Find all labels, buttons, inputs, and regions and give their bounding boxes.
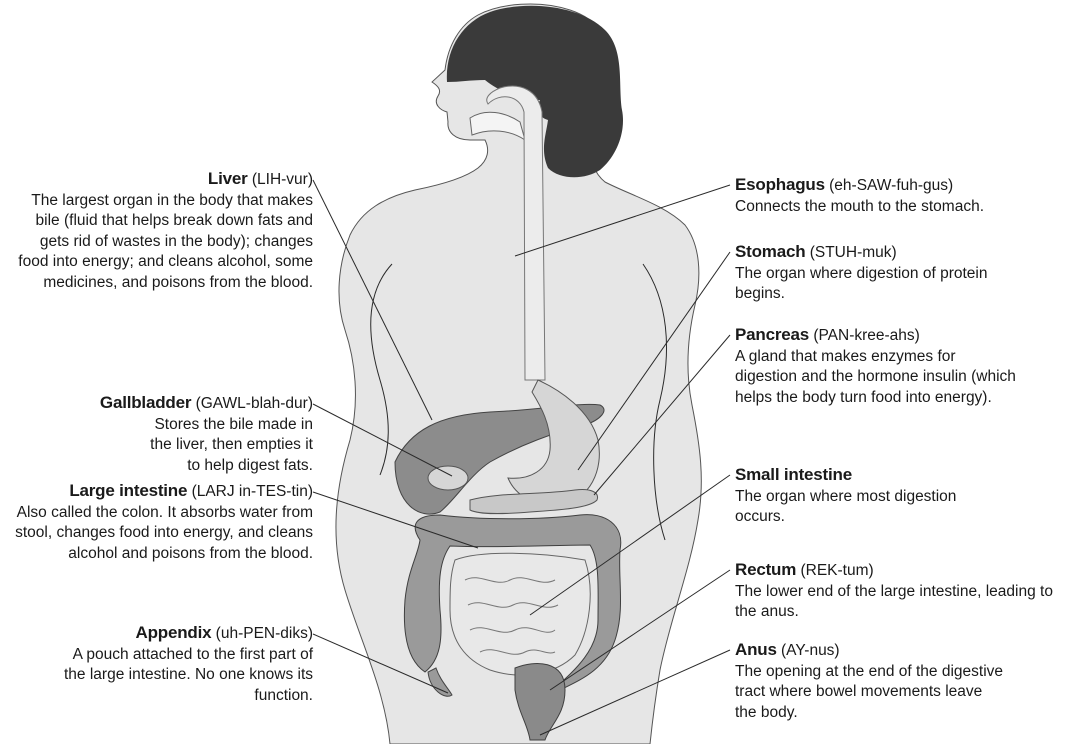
label-large-intestine-desc: Also called the colon. It absorbs water … (8, 503, 313, 565)
label-rectum: Rectum (REK-tum) The lower end of the la… (735, 560, 1060, 623)
label-appendix-term: Appendix (136, 623, 212, 642)
label-anus-term: Anus (735, 640, 777, 659)
label-gallbladder: Gallbladder (GAWL-blah-dur) Stores the b… (8, 393, 313, 476)
label-pancreas-pron: (PAN-kree-ahs) (813, 327, 920, 344)
label-pancreas: Pancreas (PAN-kree-ahs) A gland that mak… (735, 325, 1020, 408)
label-anus: Anus (AY-nus) The opening at the end of … (735, 640, 1005, 723)
label-large-intestine: Large intestine (LARJ in-TES-tin) Also c… (8, 481, 313, 564)
label-small-intestine: Small intestine The organ where most dig… (735, 465, 980, 528)
small-intestine (450, 553, 590, 675)
label-esophagus: Esophagus (eh-SAW-fuh-gus) Connects the … (735, 175, 1060, 217)
label-anus-pron: (AY-nus) (781, 642, 840, 659)
label-gallbladder-desc: Stores the bile made in the liver, then … (8, 415, 313, 477)
label-pancreas-desc: A gland that makes enzymes for digestion… (735, 347, 1020, 409)
label-stomach-term: Stomach (735, 242, 805, 261)
label-esophagus-pron: (eh-SAW-fuh-gus) (829, 177, 953, 194)
label-stomach-desc: The organ where digestion of protein beg… (735, 264, 995, 305)
label-rectum-term: Rectum (735, 560, 796, 579)
label-liver: Liver (LIH-vur) The largest organ in the… (8, 169, 313, 293)
label-liver-pron: (LIH-vur) (252, 171, 313, 188)
label-appendix-desc: A pouch attached to the first part of th… (8, 645, 313, 707)
label-stomach-pron: (STUH-muk) (810, 244, 897, 261)
label-gallbladder-term: Gallbladder (100, 393, 191, 412)
label-stomach: Stomach (STUH-muk) The organ where diges… (735, 242, 995, 305)
label-anus-desc: The opening at the end of the digestive … (735, 662, 1005, 724)
label-appendix-pron: (uh-PEN-diks) (216, 625, 313, 642)
label-large-intestine-pron: (LARJ in-TES-tin) (192, 483, 313, 500)
label-large-intestine-term: Large intestine (69, 481, 187, 500)
label-esophagus-term: Esophagus (735, 175, 825, 194)
label-rectum-pron: (REK-tum) (800, 562, 873, 579)
gallbladder (428, 466, 468, 490)
label-gallbladder-pron: (GAWL-blah-dur) (196, 395, 313, 412)
label-liver-term: Liver (208, 169, 248, 188)
label-liver-desc: The largest organ in the body that makes… (8, 191, 313, 294)
label-pancreas-term: Pancreas (735, 325, 809, 344)
label-small-intestine-desc: The organ where most digestion occurs. (735, 487, 980, 528)
label-small-intestine-term: Small intestine (735, 465, 852, 484)
label-esophagus-desc: Connects the mouth to the stomach. (735, 197, 1060, 218)
label-rectum-desc: The lower end of the large intestine, le… (735, 582, 1060, 623)
label-appendix: Appendix (uh-PEN-diks) A pouch attached … (8, 623, 313, 706)
